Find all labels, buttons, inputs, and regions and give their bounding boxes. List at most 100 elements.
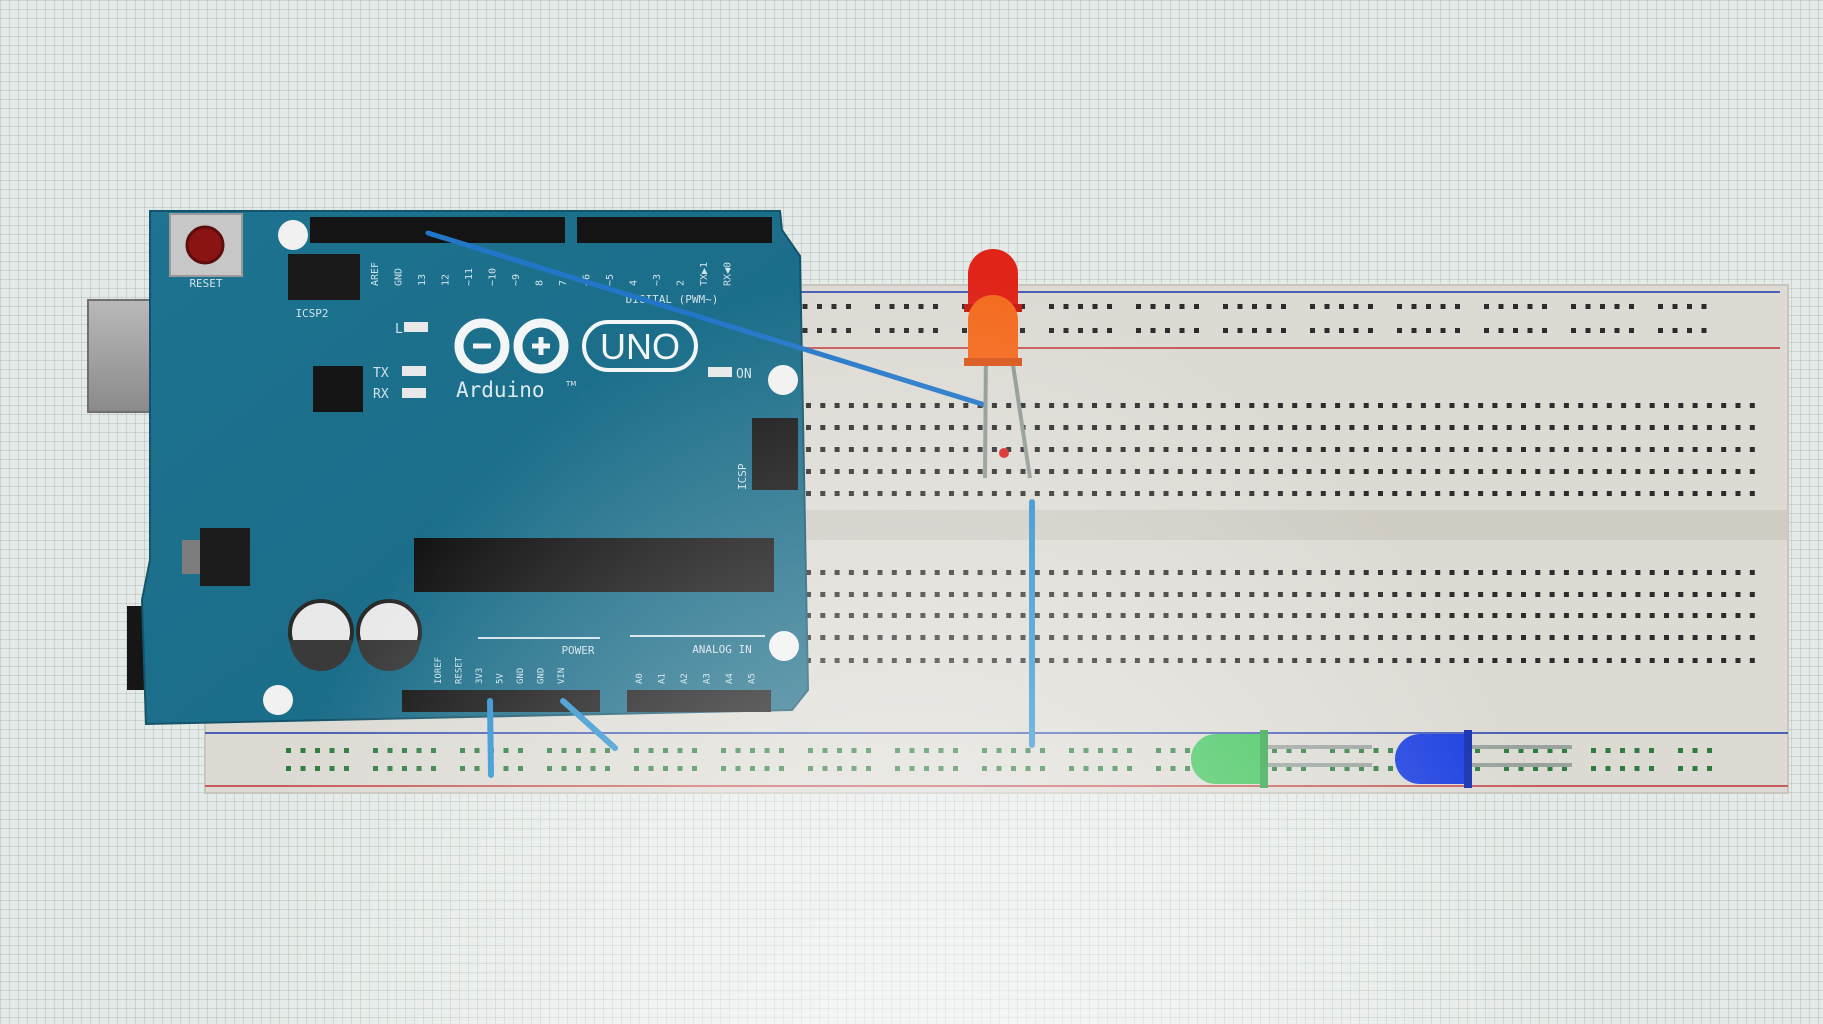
breadboard-hole[interactable]: [949, 658, 954, 663]
breadboard-hole[interactable]: [1025, 748, 1031, 753]
breadboard-hole[interactable]: [891, 491, 897, 496]
breadboard-hole[interactable]: [1149, 447, 1155, 452]
breadboard-hole[interactable]: [387, 748, 393, 753]
breadboard-hole[interactable]: [1706, 658, 1712, 663]
breadboard-hole[interactable]: [1492, 469, 1498, 474]
breadboard-hole[interactable]: [1549, 491, 1555, 496]
breadboard-hole[interactable]: [831, 328, 837, 333]
breadboard-hole[interactable]: [834, 425, 840, 430]
breadboard-hole[interactable]: [1392, 403, 1398, 408]
breadboard-hole[interactable]: [1678, 447, 1684, 452]
breadboard-hole[interactable]: [1521, 491, 1526, 496]
breadboard-hole[interactable]: [1521, 592, 1526, 597]
breadboard-hole[interactable]: [834, 469, 840, 474]
breadboard-hole[interactable]: [1484, 328, 1489, 333]
breadboard-hole[interactable]: [1506, 447, 1512, 452]
breadboard-hole[interactable]: [837, 748, 842, 753]
breadboard-hole[interactable]: [848, 491, 854, 496]
breadboard-hole[interactable]: [1506, 491, 1512, 496]
breadboard-hole[interactable]: [1687, 304, 1692, 309]
breadboard-hole[interactable]: [1179, 328, 1185, 333]
breadboard-hole[interactable]: [1063, 469, 1069, 474]
breadboard-hole[interactable]: [977, 491, 983, 496]
breadboard-hole[interactable]: [1335, 425, 1341, 430]
breadboard-hole[interactable]: [1292, 613, 1298, 618]
breadboard-hole[interactable]: [1235, 613, 1240, 618]
breadboard-hole[interactable]: [877, 447, 883, 452]
breadboard-hole[interactable]: [1707, 748, 1712, 753]
breadboard-hole[interactable]: [1749, 425, 1755, 430]
breadboard-hole[interactable]: [1706, 425, 1712, 430]
breadboard-hole[interactable]: [1011, 748, 1016, 753]
breadboard-hole[interactable]: [1420, 403, 1426, 408]
breadboard-hole[interactable]: [1170, 748, 1176, 753]
breadboard-hole[interactable]: [1277, 469, 1283, 474]
breadboard-hole[interactable]: [866, 766, 871, 771]
breadboard-hole[interactable]: [906, 658, 912, 663]
breadboard-hole[interactable]: [1392, 469, 1398, 474]
breadboard-hole[interactable]: [977, 425, 983, 430]
breadboard-hole[interactable]: [1392, 447, 1398, 452]
breadboard-hole[interactable]: [977, 613, 983, 618]
breadboard-hole[interactable]: [1150, 304, 1156, 309]
breadboard-hole[interactable]: [1692, 491, 1698, 496]
breadboard-hole[interactable]: [1353, 304, 1359, 309]
breadboard-hole[interactable]: [820, 403, 826, 408]
breadboard-hole[interactable]: [963, 592, 969, 597]
breadboard-hole[interactable]: [1092, 491, 1097, 496]
breadboard-hole[interactable]: [1478, 425, 1484, 430]
breadboard-hole[interactable]: [1049, 570, 1055, 575]
breadboard-hole[interactable]: [1664, 658, 1669, 663]
breadboard-hole[interactable]: [1629, 328, 1634, 333]
breadboard-hole[interactable]: [1306, 613, 1312, 618]
breadboard-hole[interactable]: [503, 748, 509, 753]
breadboard-hole[interactable]: [1049, 613, 1055, 618]
breadboard-hole[interactable]: [891, 592, 897, 597]
breadboard-hole[interactable]: [561, 766, 567, 771]
breadboard-hole[interactable]: [1563, 425, 1569, 430]
breadboard-hole[interactable]: [1678, 613, 1684, 618]
breadboard-hole[interactable]: [891, 447, 897, 452]
breadboard-hole[interactable]: [1692, 748, 1698, 753]
breadboard-hole[interactable]: [1112, 748, 1118, 753]
breadboard-hole[interactable]: [863, 447, 869, 452]
breadboard-hole[interactable]: [1363, 658, 1369, 663]
breadboard-hole[interactable]: [1020, 491, 1026, 496]
breadboard-hole[interactable]: [1706, 592, 1712, 597]
breadboard-hole[interactable]: [1478, 491, 1484, 496]
breadboard-hole[interactable]: [991, 491, 997, 496]
breadboard-hole[interactable]: [1092, 635, 1097, 640]
breadboard-hole[interactable]: [1521, 635, 1526, 640]
breadboard-hole[interactable]: [1206, 447, 1212, 452]
breadboard-hole[interactable]: [1621, 447, 1627, 452]
breadboard-hole[interactable]: [991, 592, 997, 597]
breadboard-hole[interactable]: [1435, 592, 1441, 597]
breadboard-hole[interactable]: [1455, 328, 1460, 333]
breadboard-hole[interactable]: [1349, 425, 1355, 430]
breadboard-hole[interactable]: [1721, 403, 1727, 408]
breadboard-hole[interactable]: [834, 491, 840, 496]
breadboard-hole[interactable]: [1277, 570, 1283, 575]
breadboard-hole[interactable]: [416, 766, 422, 771]
breadboard-hole[interactable]: [934, 658, 940, 663]
breadboard-hole[interactable]: [1092, 447, 1097, 452]
breadboard-hole[interactable]: [949, 447, 954, 452]
breadboard-hole[interactable]: [1249, 570, 1255, 575]
breadboard-hole[interactable]: [1306, 447, 1312, 452]
breadboard-hole[interactable]: [1335, 403, 1341, 408]
breadboard-hole[interactable]: [1563, 403, 1569, 408]
breadboard-hole[interactable]: [1672, 328, 1678, 333]
breadboard-hole[interactable]: [920, 447, 926, 452]
breadboard-hole[interactable]: [1649, 613, 1655, 618]
breadboard-hole[interactable]: [1463, 592, 1469, 597]
breadboard-hole[interactable]: [1478, 658, 1484, 663]
breadboard-hole[interactable]: [1277, 635, 1283, 640]
breadboard-hole[interactable]: [1449, 403, 1455, 408]
breadboard-hole[interactable]: [1440, 304, 1446, 309]
breadboard-hole[interactable]: [1006, 592, 1012, 597]
breadboard-hole[interactable]: [1435, 613, 1441, 618]
breadboard-hole[interactable]: [1220, 469, 1226, 474]
breadboard-hole[interactable]: [1320, 570, 1326, 575]
breadboard-hole[interactable]: [1535, 403, 1541, 408]
